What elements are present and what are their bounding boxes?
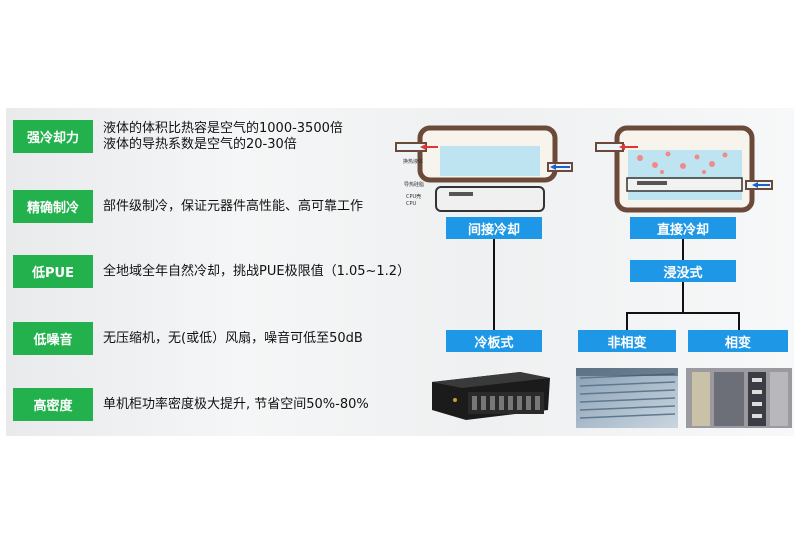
connector-line bbox=[626, 312, 740, 314]
connector-line bbox=[626, 312, 628, 330]
feature-precise-cooling: 精确制冷 部件级制冷，保证元器件高性能、高可靠工作 bbox=[6, 190, 376, 230]
feature-description: 无压缩机，无(或低）风扇，噪音可低至50dB bbox=[103, 322, 363, 355]
feature-strong-cooling: 强冷却力 液体的体积比热容是空气的1000-3500倍 液体的导热系数是空气的2… bbox=[6, 120, 376, 160]
feature-badge: 高密度 bbox=[13, 388, 93, 421]
feature-badge: 低噪音 bbox=[13, 322, 93, 355]
feature-description: 部件级制冷，保证元器件高性能、高可靠工作 bbox=[103, 190, 363, 223]
feature-badge: 强冷却力 bbox=[13, 120, 93, 153]
connector-line bbox=[493, 239, 495, 330]
feature-high-density: 高密度 单机柜功率密度极大提升, 节省空间50%-80% bbox=[6, 388, 376, 428]
feature-line: 部件级制冷，保证元器件高性能、高可靠工作 bbox=[103, 198, 364, 214]
feature-description: 液体的体积比热容是空气的1000-3500倍 液体的导热系数是空气的20-30倍 bbox=[103, 120, 343, 153]
feature-line: 全地域全年自然冷却，挑战PUE极限值（1.05~1.2） bbox=[103, 263, 411, 279]
cold-plate-box: 冷板式 bbox=[446, 330, 542, 352]
cpu-label: CPU bbox=[406, 201, 417, 207]
connector-line bbox=[682, 239, 684, 260]
feature-line: 液体的体积比热容是空气的1000-3500倍 bbox=[103, 120, 343, 136]
feature-line: 无压缩机，无(或低）风扇，噪音可低至50dB bbox=[103, 330, 363, 346]
feature-badge: 精确制冷 bbox=[13, 190, 93, 223]
feature-badge: 低PUE bbox=[13, 255, 93, 288]
cpu-shell-label: CPU壳 bbox=[406, 194, 422, 200]
immersion-box: 浸没式 bbox=[630, 260, 736, 282]
feature-low-noise: 低噪音 无压缩机，无(或低）风扇，噪音可低至50dB bbox=[6, 322, 376, 362]
indirect-cooling-box: 间接冷却 bbox=[446, 217, 542, 239]
connector-line bbox=[682, 282, 684, 312]
phase-change-box: 相变 bbox=[688, 330, 788, 352]
connector-line bbox=[738, 312, 740, 330]
coolant-label: 换热液体 bbox=[403, 159, 424, 165]
feature-line: 单机柜功率密度极大提升, 节省空间50%-80% bbox=[103, 396, 369, 412]
feature-description: 全地域全年自然冷却，挑战PUE极限值（1.05~1.2） bbox=[103, 255, 410, 288]
cold-plate-label: 导热硅脂 bbox=[404, 182, 425, 188]
feature-description: 单机柜功率密度极大提升, 节省空间50%-80% bbox=[103, 388, 369, 421]
direct-cooling-box: 直接冷却 bbox=[630, 217, 736, 239]
feature-line: 液体的导热系数是空气的20-30倍 bbox=[103, 136, 297, 152]
feature-low-pue: 低PUE 全地域全年自然冷却，挑战PUE极限值（1.05~1.2） bbox=[6, 255, 410, 295]
non-phase-change-box: 非相变 bbox=[578, 330, 676, 352]
